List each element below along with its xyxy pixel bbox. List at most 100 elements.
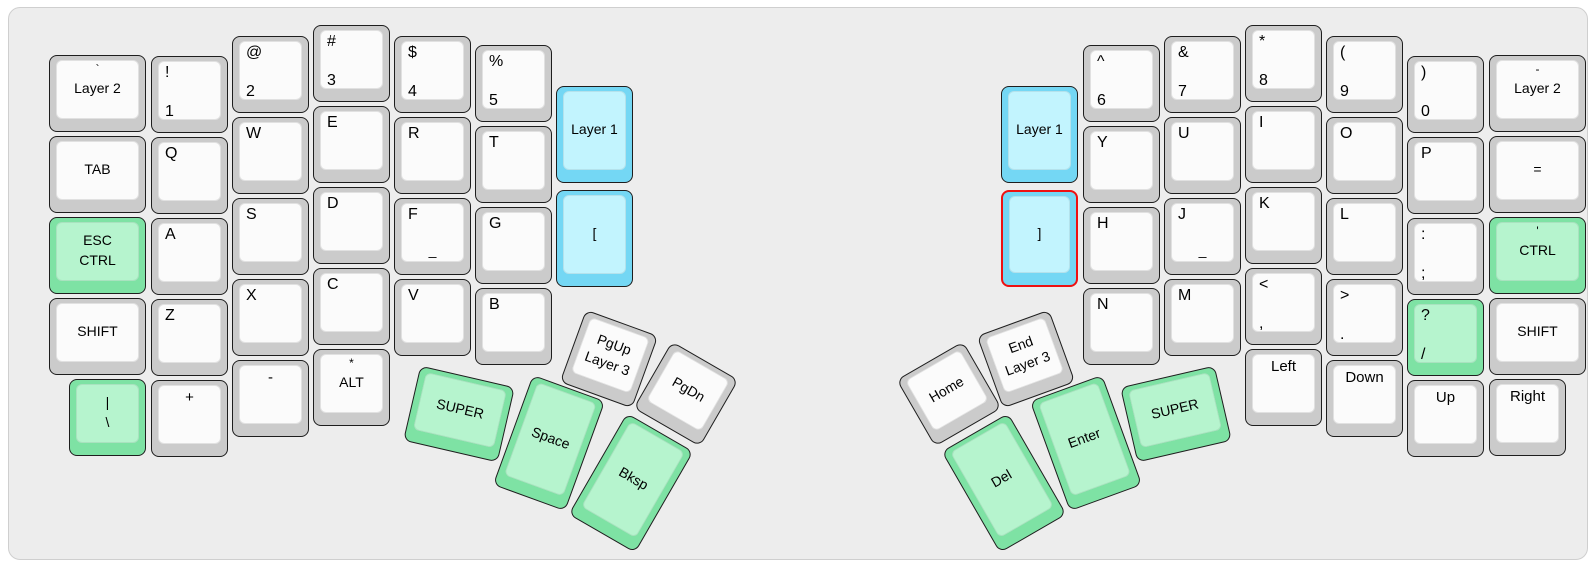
key-r-shift[interactable]: SHIFT	[1489, 298, 1586, 375]
key-r-equals[interactable]: =	[1489, 136, 1586, 213]
keytop-l-tab	[56, 141, 139, 200]
keytop-r-super	[1128, 372, 1223, 449]
key-l-b[interactable]: B	[475, 288, 552, 365]
keytop-r-0	[1414, 61, 1477, 120]
key-r-o[interactable]: O	[1326, 117, 1403, 194]
key-l-q[interactable]: Q	[151, 137, 228, 214]
key-r-semicolon[interactable]: :;	[1407, 218, 1484, 295]
key-r-left[interactable]: Left	[1245, 349, 1322, 426]
keytop-r-home	[904, 349, 990, 432]
keytop-l-3	[320, 30, 383, 89]
key-r-y[interactable]: Y	[1083, 126, 1160, 203]
key-r-comma[interactable]: <,	[1245, 268, 1322, 345]
keytop-l-minus	[239, 365, 302, 424]
key-r-m[interactable]: M	[1164, 279, 1241, 356]
key-l-5[interactable]: %5	[475, 45, 552, 122]
key-r-j[interactable]: J_	[1164, 198, 1241, 275]
key-r-question-slash[interactable]: ?/	[1407, 299, 1484, 376]
keytop-r-comma	[1252, 273, 1315, 332]
key-l-4[interactable]: $4	[394, 36, 471, 113]
key-r-rbracket[interactable]: ]	[1001, 190, 1078, 287]
key-l-e[interactable]: E	[313, 106, 390, 183]
key-l-w[interactable]: W	[232, 117, 309, 194]
key-l-f[interactable]: F_	[394, 198, 471, 275]
keytop-l-c	[320, 273, 383, 332]
key-l-c[interactable]: C	[313, 268, 390, 345]
key-r-minus-layer2[interactable]: -Layer 2	[1489, 55, 1586, 132]
keytop-l-g	[482, 212, 545, 271]
keytop-l-super	[412, 372, 507, 449]
key-r-period[interactable]: >.	[1326, 279, 1403, 356]
key-l-g[interactable]: G	[475, 207, 552, 284]
key-l-plus[interactable]: +	[151, 380, 228, 457]
key-l-z[interactable]: Z	[151, 299, 228, 376]
keytop-r-m	[1171, 284, 1234, 343]
key-r-n[interactable]: N	[1083, 288, 1160, 365]
keytop-r-semicolon	[1414, 223, 1477, 282]
key-r-right[interactable]: Right	[1489, 379, 1566, 456]
key-l-d[interactable]: D	[313, 187, 390, 264]
key-r-h[interactable]: H	[1083, 207, 1160, 284]
keytop-l-e	[320, 111, 383, 170]
keytop-l-layer1	[563, 91, 626, 170]
key-l-grave-layer2[interactable]: `Layer 2	[49, 55, 146, 132]
key-l-pipe-backslash[interactable]: | \	[69, 379, 146, 456]
key-l-1[interactable]: !1	[151, 56, 228, 133]
key-l-x[interactable]: X	[232, 279, 309, 356]
key-r-6[interactable]: ^6	[1083, 45, 1160, 122]
key-r-up[interactable]: Up	[1407, 380, 1484, 457]
keytop-l-bksp	[580, 420, 686, 539]
keytop-l-t	[482, 131, 545, 190]
key-r-0[interactable]: )0	[1407, 56, 1484, 133]
key-l-shift[interactable]: SHIFT	[49, 298, 146, 375]
keytop-l-shift	[56, 303, 139, 362]
key-l-v[interactable]: V	[394, 279, 471, 356]
key-l-2[interactable]: @2	[232, 36, 309, 113]
keytop-r-h	[1090, 212, 1153, 271]
key-r-super[interactable]: SUPER	[1120, 365, 1232, 463]
keytop-l-q	[158, 142, 221, 201]
key-l-a[interactable]: A	[151, 218, 228, 295]
key-r-i[interactable]: I	[1245, 106, 1322, 183]
key-l-star-alt[interactable]: *ALT	[313, 349, 390, 426]
keytop-r-question-slash	[1414, 304, 1477, 363]
keytop-r-u	[1171, 122, 1234, 181]
key-l-s[interactable]: S	[232, 198, 309, 275]
keytop-l-x	[239, 284, 302, 343]
keytop-l-s	[239, 203, 302, 262]
key-r-k[interactable]: K	[1245, 187, 1322, 264]
keytop-l-d	[320, 192, 383, 251]
keytop-l-esc-ctrl	[56, 222, 139, 281]
key-l-r[interactable]: R	[394, 117, 471, 194]
key-l-3[interactable]: #3	[313, 25, 390, 102]
keytop-r-left	[1252, 354, 1315, 413]
key-l-lbracket[interactable]: [	[556, 190, 633, 287]
key-r-p[interactable]: P	[1407, 137, 1484, 214]
key-r-down[interactable]: Down	[1326, 360, 1403, 437]
keytop-r-6	[1090, 50, 1153, 109]
key-r-9[interactable]: (9	[1326, 36, 1403, 113]
keytop-r-right	[1496, 384, 1559, 443]
keytop-r-p	[1414, 142, 1477, 201]
key-l-tab[interactable]: TAB	[49, 136, 146, 213]
key-r-quote-ctrl[interactable]: 'CTRL	[1489, 217, 1586, 294]
keytop-l-4	[401, 41, 464, 100]
key-l-minus[interactable]: -	[232, 360, 309, 437]
keytop-r-quote-ctrl	[1496, 222, 1579, 281]
key-l-esc-ctrl[interactable]: ESC CTRL	[49, 217, 146, 294]
key-l-t[interactable]: T	[475, 126, 552, 203]
key-l-layer1[interactable]: Layer 1	[556, 86, 633, 183]
keytop-r-l	[1333, 203, 1396, 262]
keytop-r-shift	[1496, 303, 1579, 362]
key-r-u[interactable]: U	[1164, 117, 1241, 194]
keytop-r-o	[1333, 122, 1396, 181]
key-r-layer1[interactable]: Layer 1	[1001, 86, 1078, 183]
key-l-super[interactable]: SUPER	[403, 365, 515, 463]
keytop-r-y	[1090, 131, 1153, 190]
key-r-8[interactable]: *8	[1245, 25, 1322, 102]
key-r-7[interactable]: &7	[1164, 36, 1241, 113]
keytop-l-v	[401, 284, 464, 343]
key-r-l[interactable]: L	[1326, 198, 1403, 275]
